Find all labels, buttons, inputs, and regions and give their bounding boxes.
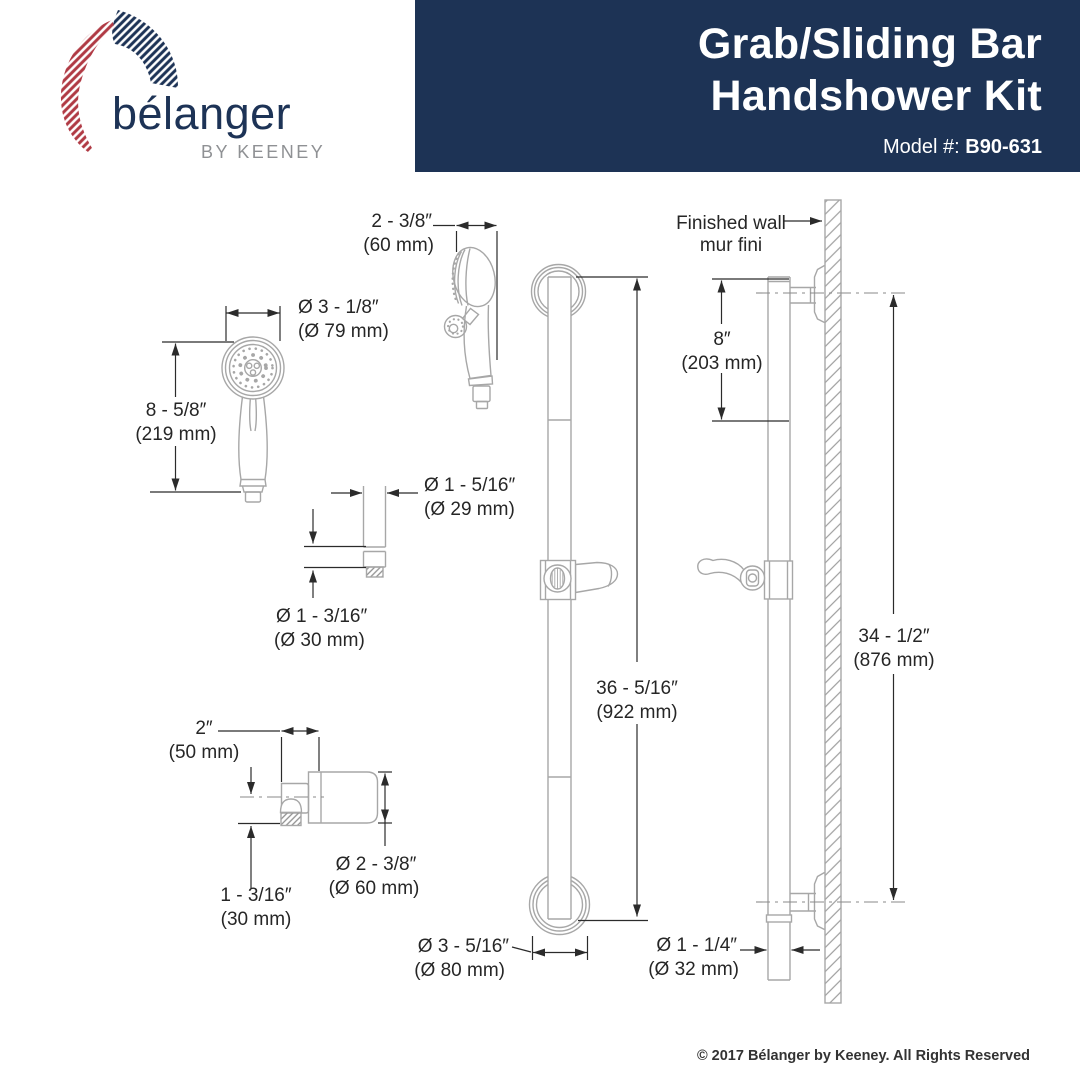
side-installation-drawing — [697, 199, 842, 1004]
dimension-lines — [150, 217, 898, 960]
finished-wall-section — [824, 199, 842, 1004]
dim-elbow-flange-diameter-mm: (Ø 60 mm) — [329, 878, 420, 899]
dim-bar-length-in: 36 - 5/16″ — [596, 678, 678, 699]
dim-bar-length-mm: (922 mm) — [596, 702, 677, 723]
dim-hose-nut-diameter-mm: (Ø 29 mm) — [424, 499, 515, 520]
supply-elbow-drawing — [279, 771, 379, 827]
dim-bar-diameter-mm: (Ø 32 mm) — [648, 959, 739, 980]
wall-label-en: Finished wall — [676, 213, 786, 234]
dim-handshower-face-diameter-in: Ø 3 - 1/8″ — [298, 297, 379, 318]
dim-handshower-depth-mm: (60 mm) — [363, 235, 434, 256]
dim-elbow-projection-mm: (50 mm) — [169, 742, 240, 763]
dim-hose-connector-diameter-mm: (Ø 30 mm) — [274, 630, 365, 651]
dim-wall-mount-offset-mm: (203 mm) — [681, 353, 762, 374]
belanger-logo: bélanger BY KEENEY — [0, 0, 415, 180]
product-title-line2: Handshower Kit — [710, 72, 1042, 121]
dim-elbow-drop-mm: (30 mm) — [221, 909, 292, 930]
brand-tagline: BY KEENEY — [201, 142, 326, 162]
dim-wall-mount-offset-in: 8″ — [713, 329, 731, 350]
dim-elbow-projection-in: 2″ — [195, 718, 213, 739]
title-banner: Grab/Sliding Bar Handshower Kit Model #:… — [415, 0, 1080, 172]
dim-handshower-height-mm: (219 mm) — [135, 424, 216, 445]
dim-hose-nut-diameter-in: Ø 1 - 5/16″ — [424, 475, 515, 496]
centerlines — [240, 292, 908, 903]
model-value: B90-631 — [965, 136, 1042, 158]
model-label: Model #: — [883, 136, 960, 158]
brand-name: bélanger — [112, 88, 292, 139]
dim-mount-centers-in: 34 - 1/2″ — [858, 626, 929, 647]
handshower-front-drawing — [221, 336, 285, 503]
dim-handshower-height-in: 8 - 5/8″ — [146, 400, 207, 421]
sliding-bar-front-drawing — [528, 263, 619, 936]
dim-bar-flange-diameter-mm: (Ø 80 mm) — [414, 960, 505, 981]
dim-elbow-drop-in: 1 - 3/16″ — [220, 885, 291, 906]
product-title: Grab/Sliding Bar Handshower Kit — [698, 18, 1042, 123]
hose-connector-drawing — [362, 486, 387, 578]
handshower-side-drawing — [443, 246, 496, 410]
product-title-line1: Grab/Sliding Bar — [697, 20, 1042, 68]
dim-elbow-flange-diameter-in: Ø 2 - 3/8″ — [336, 854, 417, 875]
copyright-notice: © 2017 Bélanger by Keeney. All Rights Re… — [696, 1048, 1030, 1064]
wall-label-fr: mur fini — [700, 235, 762, 256]
dim-handshower-face-diameter-mm: (Ø 79 mm) — [298, 321, 389, 342]
dim-mount-centers-mm: (876 mm) — [853, 650, 934, 671]
dim-handshower-depth-in: 2 - 3/8″ — [371, 211, 432, 232]
dim-hose-connector-diameter-in: Ø 1 - 3/16″ — [276, 606, 367, 627]
belanger-swoosh-icon — [60, 10, 179, 152]
model-number: Model #: B90-631 — [883, 136, 1042, 159]
dimension-labels: Ø 3 - 1/8″ (Ø 79 mm) 8 - 5/8″ (219 mm) 2… — [135, 211, 934, 981]
dim-bar-diameter-in: Ø 1 - 1/4″ — [656, 935, 737, 956]
dim-bar-flange-diameter-in: Ø 3 - 5/16″ — [418, 936, 509, 957]
